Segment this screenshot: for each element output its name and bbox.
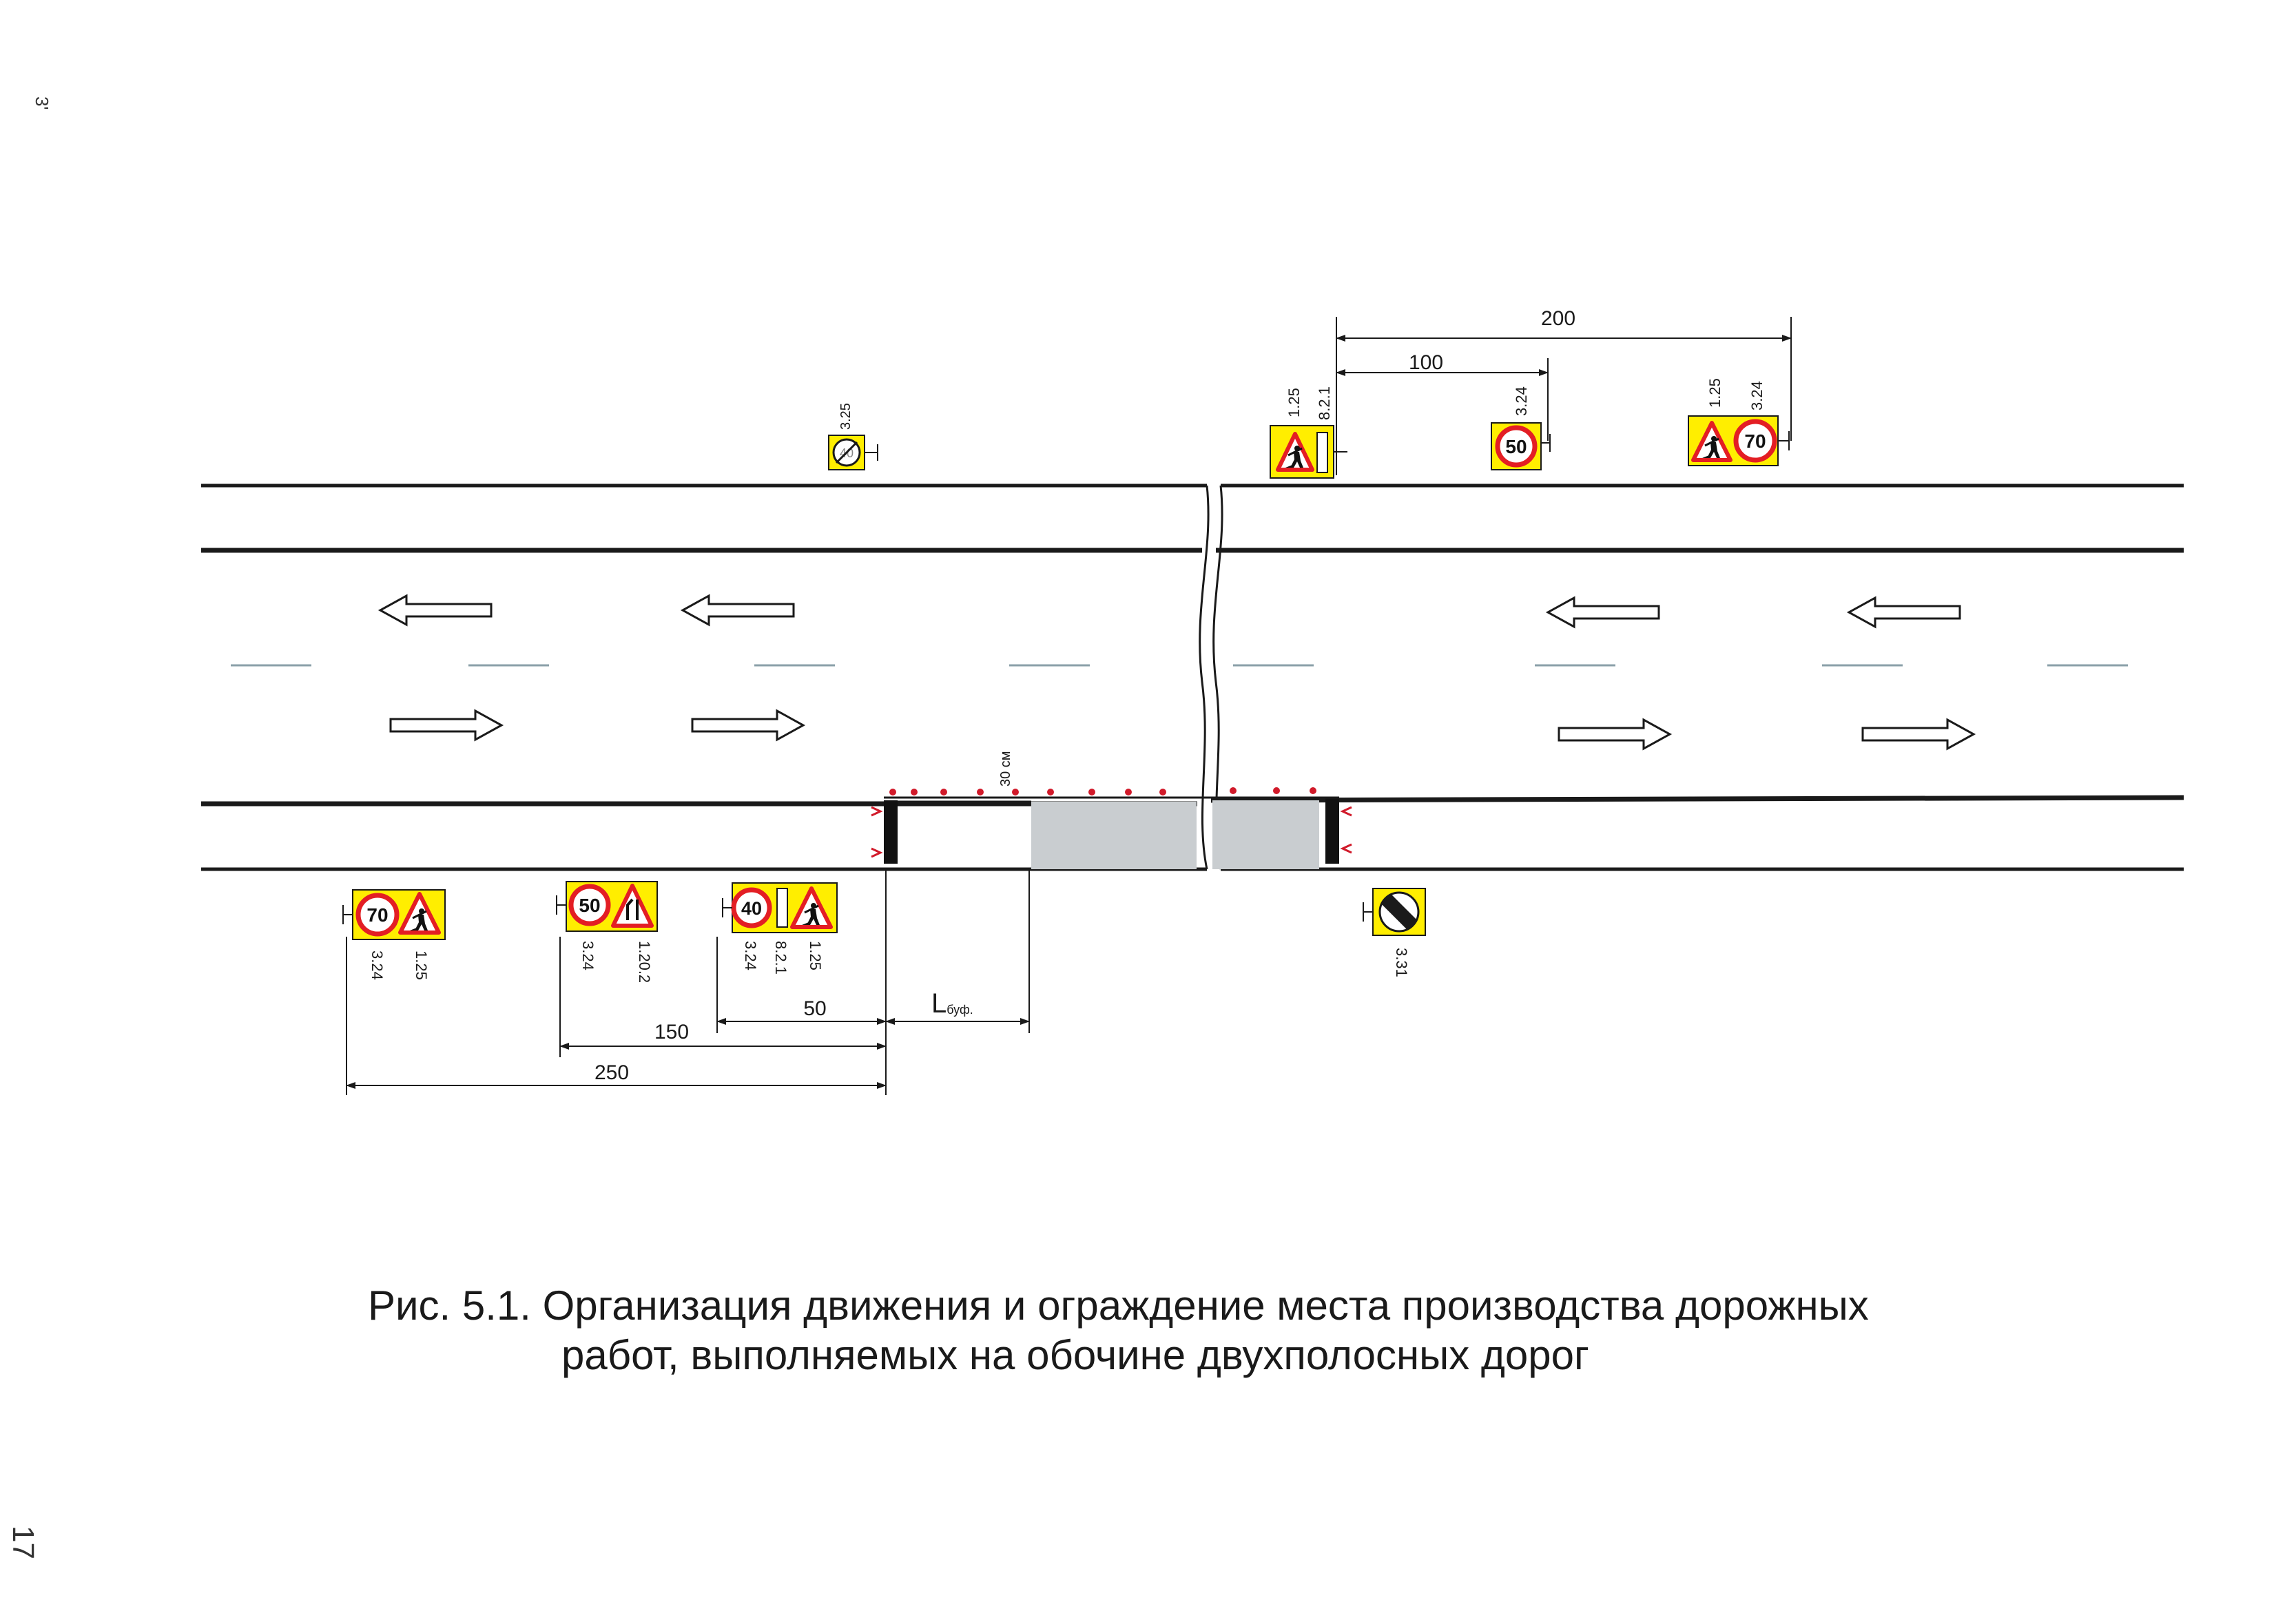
lamp (1012, 789, 1019, 796)
dim-l-buf: Lбуф. (931, 988, 973, 1019)
arrow-right-3 (1558, 718, 1673, 751)
sign-code-1-25: 1.25 (807, 941, 824, 970)
speed-label: 70 (366, 904, 388, 926)
page-number: 17 (6, 1526, 40, 1559)
arrow-left-4 (1846, 596, 1961, 629)
sign-code-3-24: 3.24 (579, 941, 597, 970)
dim-250: 250 (594, 1061, 629, 1084)
sign-code-3-24: 3.24 (1748, 381, 1766, 410)
arrow-right-2 (691, 709, 806, 742)
arrow-right-4 (1861, 718, 1976, 751)
sign-3-24-1-25-70-bottom: 70 3.24 1.25 (342, 889, 446, 980)
lamp (940, 789, 947, 796)
lamp (911, 789, 918, 796)
signal-lamps (889, 787, 1316, 796)
lamp (1273, 787, 1280, 794)
barrier-end (1325, 798, 1339, 864)
sign-1-25-8-2-1: 1.25 8.2.1 (1270, 386, 1347, 479)
sign-1-25-3-24-70-top: 70 1.25 3.24 (1688, 378, 1790, 466)
sign-code-3-24: 3.24 (1513, 386, 1530, 416)
road-edge-bottom-inner-right (1210, 795, 2184, 803)
arrow-left-3 (1545, 596, 1660, 629)
lamp (1230, 787, 1237, 794)
speed-label: 40 (741, 898, 762, 919)
dim-l-buf-main: L (931, 988, 947, 1019)
sign-code-3-31: 3.31 (1393, 948, 1410, 977)
sign-3-24-1-20-2-50-bottom: 50 3.24 1.20.2 (556, 881, 658, 983)
dim-150: 150 (654, 1021, 689, 1043)
caption-line-1: Рис. 5.1. Организация движения и огражде… (368, 1282, 1869, 1329)
lamp (977, 789, 984, 796)
direction-arrows (378, 594, 1976, 751)
caption-line-2: работ, выполняемых на обочине двухполосн… (561, 1332, 1589, 1378)
sign-code-8-2-1: 8.2.1 (1316, 386, 1333, 420)
sign-code-1-25: 1.25 (1706, 378, 1724, 408)
lamp (1088, 789, 1095, 796)
sign-3-31: 3.31 (1363, 888, 1426, 977)
barrier-start (884, 800, 898, 864)
road-break-line (1199, 485, 1210, 870)
lamp (1310, 787, 1316, 794)
spacing-30cm-label: 30 см (998, 751, 1013, 787)
corner-mark: 3' (32, 96, 52, 110)
sign-3-24-50-top: 50 3.24 (1491, 386, 1551, 470)
sign-3-25: 40 3.25 (828, 403, 878, 470)
dim-200: 200 (1541, 307, 1575, 330)
speed-label: 50 (579, 895, 600, 916)
dimensions-bottom (346, 869, 1030, 1095)
dim-l-buf-sub: буф. (947, 1003, 973, 1017)
work-zone (884, 796, 1339, 869)
sign-code-1-25: 1.25 (1285, 388, 1303, 417)
sign-code-1-25: 1.25 (413, 950, 430, 980)
dim-50: 50 (803, 997, 826, 1020)
speed-label: 50 (1505, 436, 1527, 457)
arrow-left-2 (680, 594, 795, 627)
speed-label: 70 (1744, 430, 1766, 452)
sign-code-3-24: 3.24 (742, 941, 759, 970)
dim-100: 100 (1409, 351, 1443, 374)
dimensions-top (1336, 317, 1792, 475)
work-zone-area-left (1031, 802, 1197, 869)
sign-3-24-8-2-1-1-25-40-bottom: 40 3.24 8.2.1 1.25 (722, 882, 838, 975)
lamp (1047, 789, 1054, 796)
sign-code-1-20-2: 1.20.2 (636, 941, 653, 983)
barrier-reflectors (871, 806, 1352, 858)
sign-3-25-code: 3.25 (838, 403, 854, 430)
work-zone-area-right (1212, 800, 1319, 869)
lamp (889, 789, 896, 796)
road-edges (201, 484, 2184, 871)
lamp (1125, 789, 1132, 796)
arrow-right-1 (389, 709, 504, 742)
sign-code-8-2-1: 8.2.1 (772, 941, 789, 975)
arrow-left-1 (378, 594, 493, 627)
lamp (1159, 789, 1166, 796)
sign-code-3-24: 3.24 (369, 950, 386, 980)
